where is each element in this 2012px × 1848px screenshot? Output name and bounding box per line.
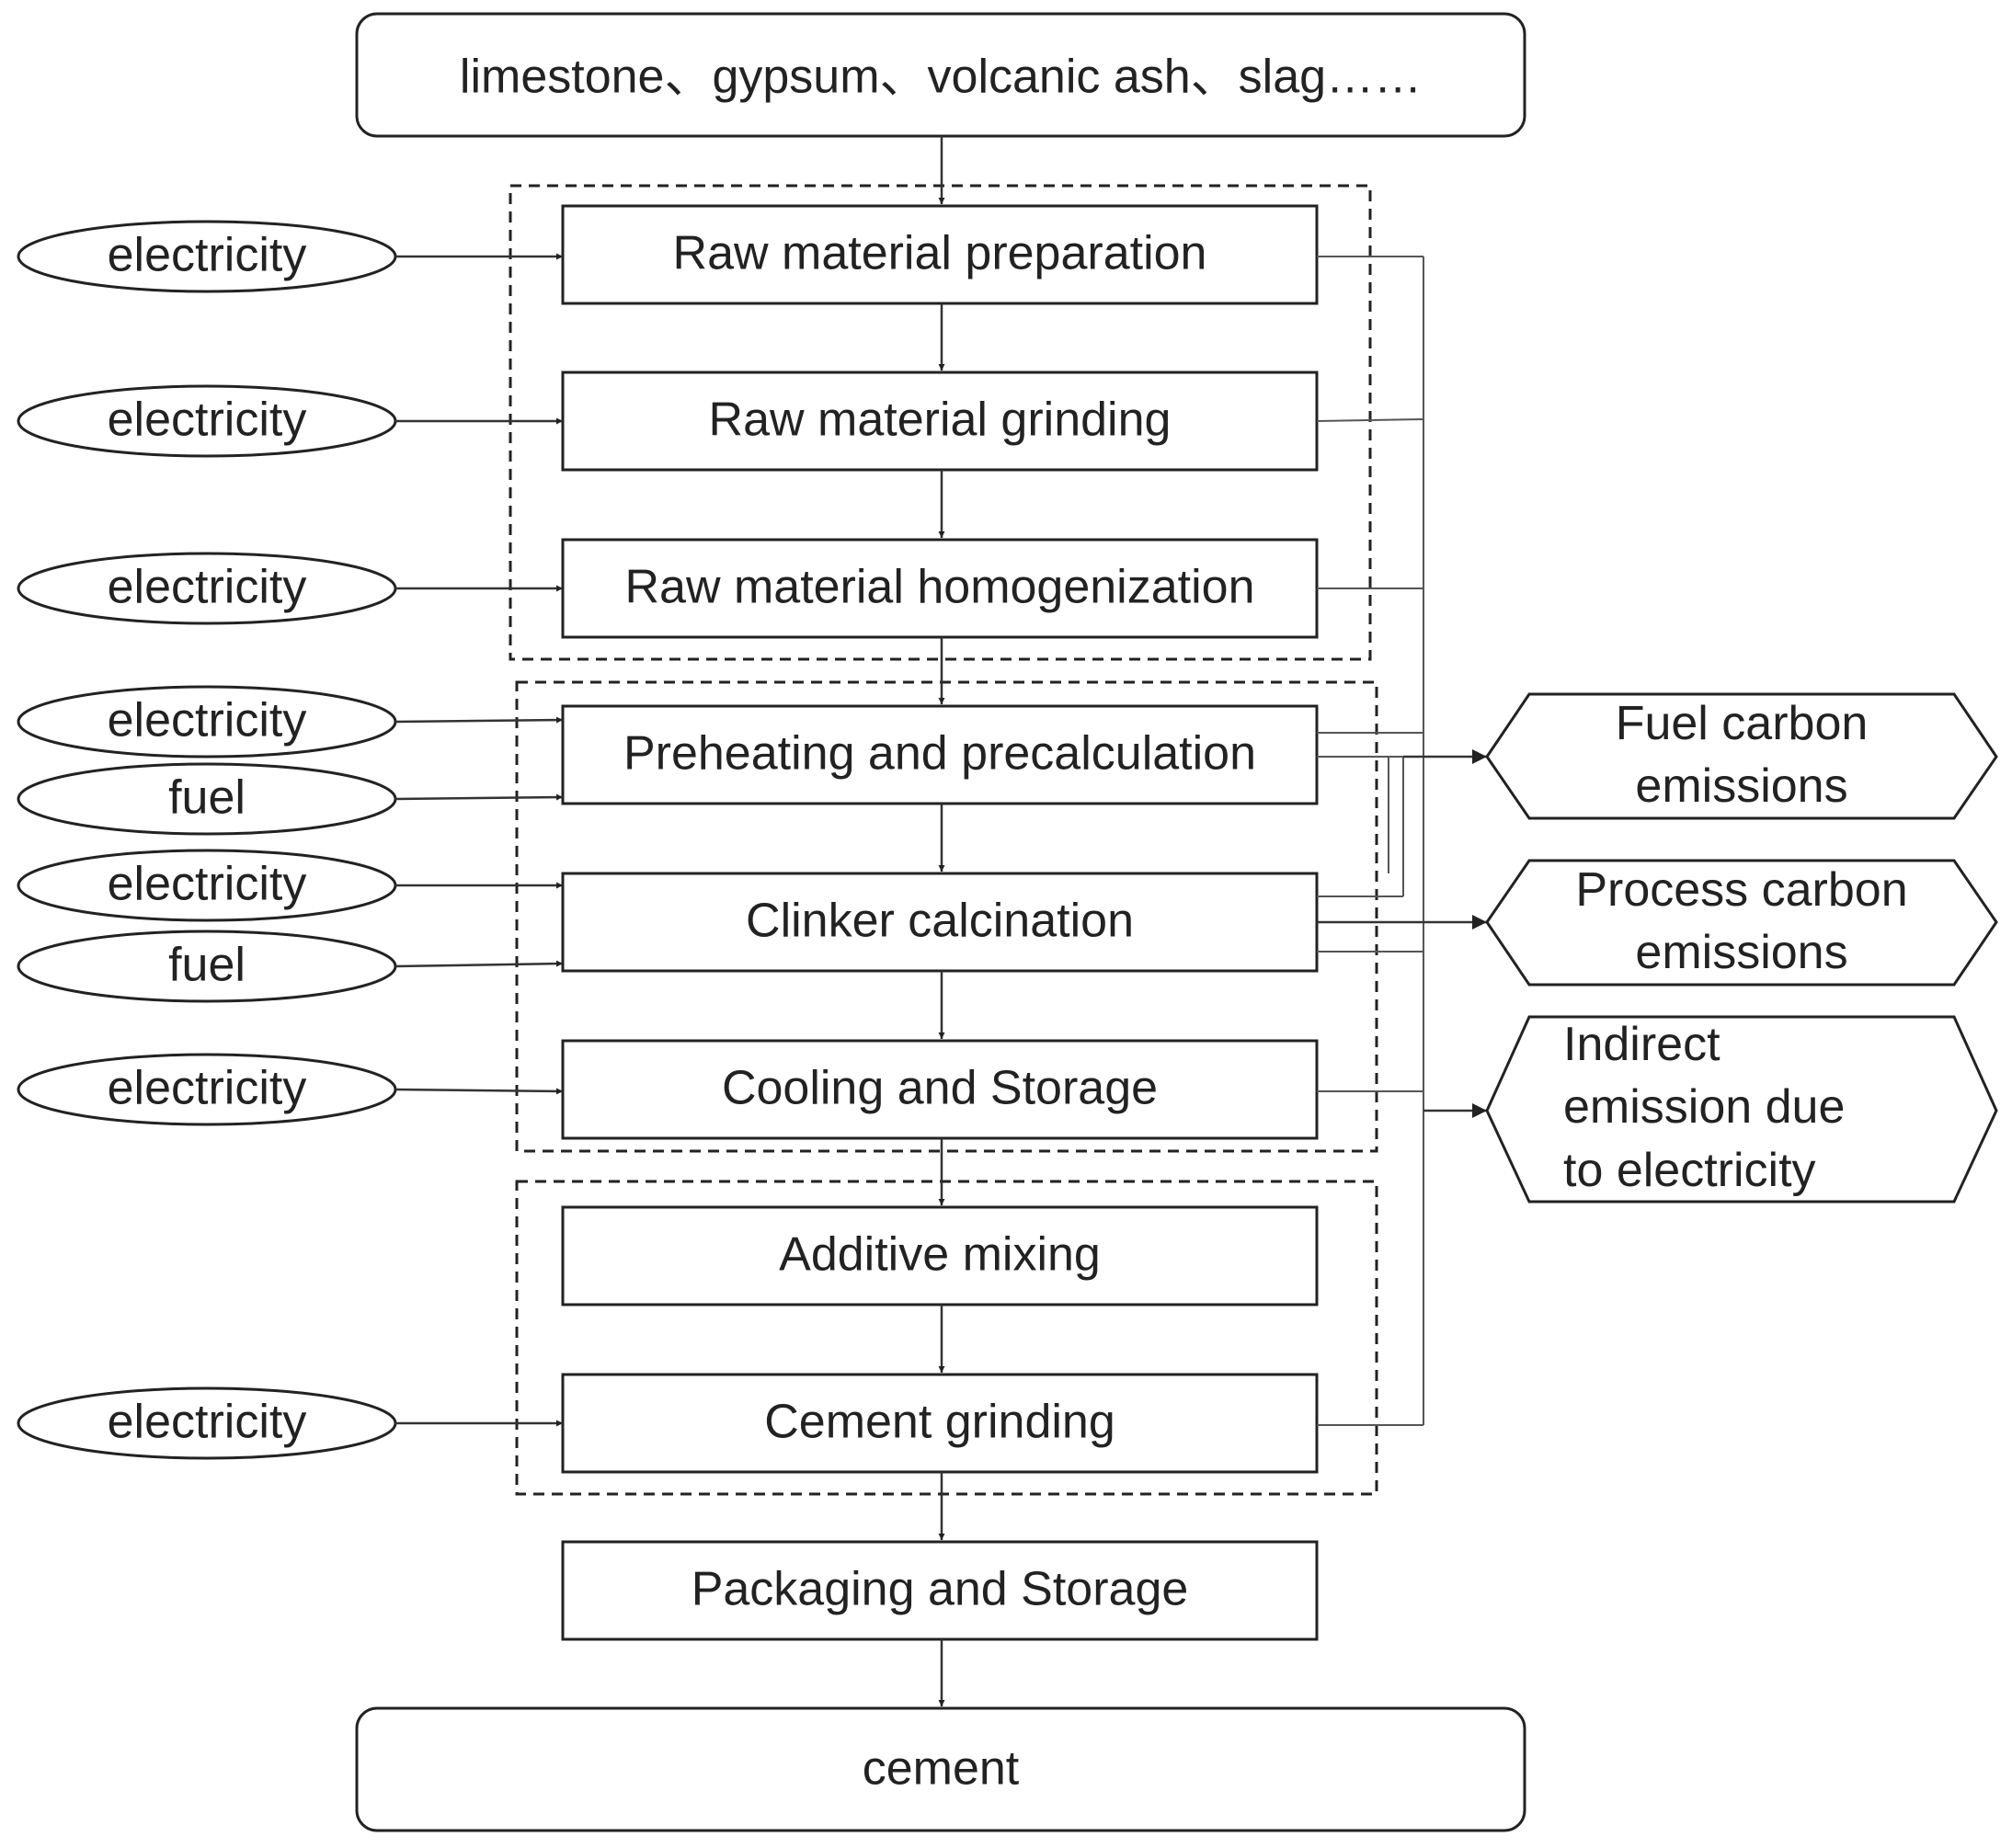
step-cement-grinding	[561, 1373, 1319, 1474]
input-electricity-label: electricity	[108, 1062, 307, 1115]
process-carbon-emissions-label: emissions	[1635, 926, 1847, 979]
group-raw-material-stage	[509, 184, 1372, 661]
fuel-carbon-emissions-label: emissions	[1635, 759, 1847, 813]
input-electricity-label: electricity	[108, 694, 307, 747]
step-preheating-and-precalculation	[561, 704, 1319, 805]
process-carbon-emissions-label: Process carbon	[1575, 863, 1907, 917]
step-raw-material-preparation	[561, 204, 1319, 305]
step-cement-grinding-label: Cement grinding	[764, 1396, 1115, 1449]
group-cement-stage	[515, 1180, 1378, 1496]
indirect-emission-hexagon	[1485, 1015, 1998, 1203]
step-raw-material-grinding-label: Raw material grinding	[709, 394, 1172, 447]
process-carbon-emissions-hexagon	[1485, 859, 1998, 987]
step-additive-mixing	[561, 1205, 1319, 1306]
step-clinker-calcination	[561, 872, 1319, 973]
process-carbon-emissions-line: Process carbon	[1575, 863, 1907, 917]
raw-materials-label: limestone、gypsum、volcanic ash、slag……	[460, 51, 1422, 104]
fuel-carbon-emissions-line: Fuel carbon	[1616, 697, 1869, 750]
step-cooling-and-storage-label: Cooling and Storage	[722, 1062, 1158, 1115]
input-electricity-label: electricity	[108, 1396, 307, 1449]
step-preheating-label: Preheating and precalculation	[623, 727, 1256, 781]
group-clinker-stage	[515, 680, 1378, 1153]
step-cooling-and-storage	[561, 1039, 1319, 1140]
fuel-carbon-emissions-line: emissions	[1635, 759, 1847, 813]
step-packaging-and-storage	[561, 1540, 1319, 1641]
input-electricity-label: electricity	[108, 229, 307, 282]
cement-product-box	[355, 1706, 1526, 1832]
step-clinker-calcination-label: Clinker calcination	[746, 895, 1134, 948]
indirect-emission-line: Indirect	[1563, 1018, 1720, 1071]
fuel-carbon-emissions-label: Fuel carbon	[1616, 697, 1869, 750]
input-arrow	[394, 960, 564, 968]
input-electricity-label: electricity	[108, 561, 307, 614]
step-additive-mixing-label: Additive mixing	[779, 1228, 1101, 1282]
input-fuel-label: fuel	[168, 771, 246, 825]
fuel-carbon-emissions-hexagon	[1485, 692, 1998, 820]
input-electricity-label: electricity	[108, 394, 307, 447]
step-packaging-and-storage-label: Packaging and Storage	[692, 1563, 1189, 1616]
indirect-emission-label: Indirect	[1563, 1018, 1720, 1071]
indirect-emission-label: emission due	[1563, 1080, 1845, 1134]
indirect-emission-line: to electricity	[1563, 1144, 1816, 1197]
indirect-emission-line: emission due	[1563, 1080, 1845, 1134]
input-fuel-label: fuel	[168, 939, 246, 992]
process-carbon-emissions-line: emissions	[1635, 926, 1847, 979]
cement-product-label: cement	[863, 1742, 1020, 1796]
step-raw-material-homogenization-label: Raw material homogenization	[624, 561, 1254, 614]
input-electricity-label: electricity	[108, 858, 307, 911]
input-arrow	[394, 716, 564, 724]
input-arrow	[394, 793, 564, 801]
input-arrow	[394, 1088, 564, 1095]
electricity-emission-tap	[1316, 418, 1424, 422]
indirect-emission-label: to electricity	[1563, 1144, 1816, 1197]
step-raw-material-preparation-label: Raw material preparation	[673, 227, 1207, 280]
